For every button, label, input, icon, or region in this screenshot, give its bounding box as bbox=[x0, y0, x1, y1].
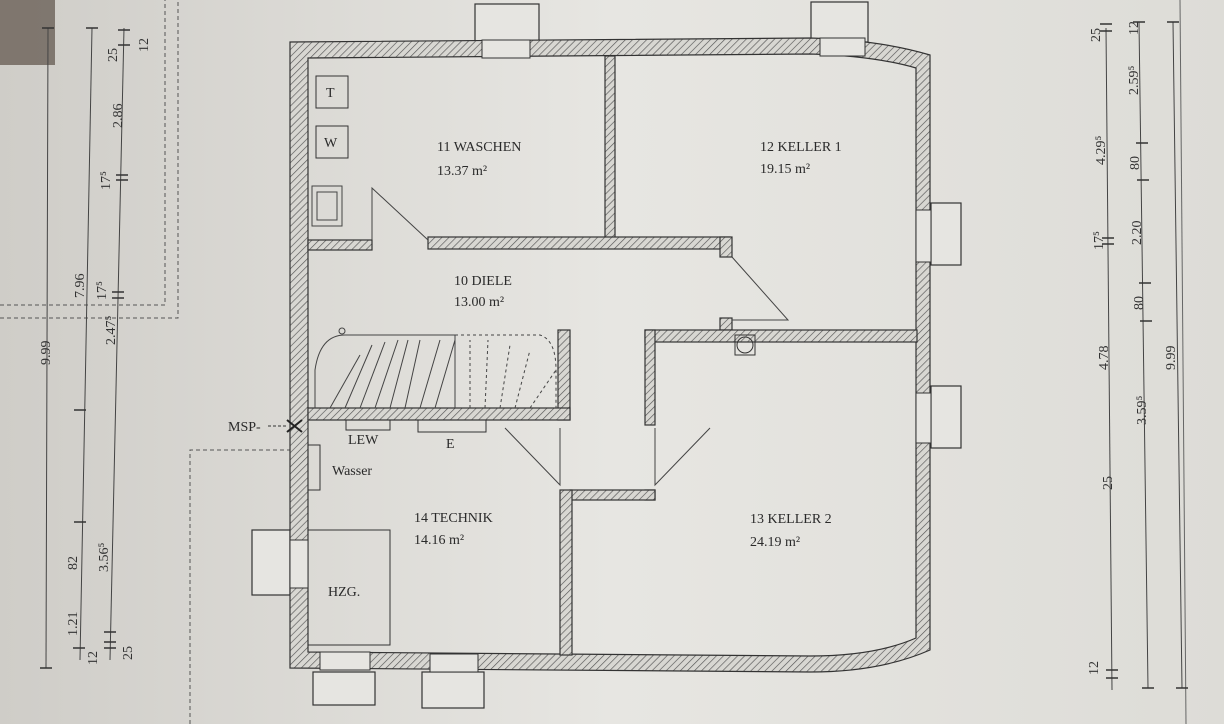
dim-left-3-56-5: 3.56⁵ bbox=[97, 543, 112, 573]
door-technik bbox=[504, 427, 561, 487]
dim-left-12-top: 12 bbox=[137, 38, 152, 52]
page-edge bbox=[1179, 0, 1187, 724]
dim-right-80-b: 80 bbox=[1132, 296, 1147, 310]
room-area: 13.00 m² bbox=[454, 295, 504, 310]
room-area: 24.19 m² bbox=[750, 535, 800, 550]
dashed-outline bbox=[0, 0, 290, 724]
door-keller2 bbox=[654, 427, 711, 487]
room-area: 14.16 m² bbox=[414, 533, 464, 548]
window-top-2 bbox=[810, 1, 869, 43]
dim-right-2-20: 2.20 bbox=[1130, 221, 1145, 246]
room-name: 11 WASCHEN bbox=[437, 140, 521, 155]
heating-label: HZG. bbox=[328, 585, 360, 600]
dim-left-2-86: 2.86 bbox=[111, 104, 126, 129]
lew-box bbox=[345, 419, 391, 431]
dimension-left: 9.99 7.96 1.21 82 12 25 12 2.86 17⁵ 2.47… bbox=[39, 27, 152, 669]
windows bbox=[251, 1, 962, 709]
room-name: 12 KELLER 1 bbox=[760, 140, 842, 155]
meter-icon bbox=[286, 419, 303, 433]
window-bottom-1 bbox=[312, 671, 376, 706]
room-area: 19.15 m² bbox=[760, 162, 810, 177]
dim-left-middle: 7.96 bbox=[73, 274, 88, 299]
room-technik: 14 TECHNIK 14.16 m² bbox=[414, 511, 493, 548]
room-keller-2: 13 KELLER 2 24.19 m² bbox=[750, 512, 832, 550]
dim-right-17-5: 17⁵ bbox=[1092, 231, 1107, 250]
chimney-icon bbox=[736, 336, 754, 354]
window-right-1 bbox=[930, 202, 962, 266]
window-bottom-2 bbox=[421, 671, 485, 709]
dim-left-12: 12 bbox=[86, 651, 101, 665]
dim-left-25-bottom: 25 bbox=[121, 646, 136, 660]
e-box bbox=[417, 419, 487, 433]
dim-right-overall: 9.99 bbox=[1164, 346, 1179, 371]
e-label: E bbox=[446, 437, 455, 452]
dim-right-4-78: 4.78 bbox=[1097, 346, 1112, 371]
room-name: 10 DIELE bbox=[454, 274, 512, 289]
doors bbox=[371, 186, 790, 487]
window-left bbox=[251, 529, 291, 596]
dim-left-17-5-b: 17⁵ bbox=[95, 281, 110, 300]
dim-left-17-5-a: 17⁵ bbox=[99, 171, 114, 190]
chimney-box bbox=[734, 334, 756, 356]
room-diele: 10 DIELE 13.00 m² bbox=[454, 274, 512, 310]
photo-shadow bbox=[0, 0, 55, 65]
lew-label: LEW bbox=[348, 433, 379, 448]
room-name: 13 KELLER 2 bbox=[750, 512, 832, 527]
door-waschen bbox=[371, 186, 429, 241]
dim-right-80-a: 80 bbox=[1128, 156, 1143, 170]
window-right-2 bbox=[930, 385, 962, 449]
dim-right-4-29-5: 4.29⁵ bbox=[1094, 136, 1109, 166]
dim-right-12-top: 12 bbox=[1127, 21, 1142, 35]
fixture-washer: W bbox=[315, 125, 349, 159]
dim-right-2-59-5: 2.59⁵ bbox=[1127, 66, 1142, 96]
room-waschen: 11 WASCHEN 13.37 m² bbox=[437, 140, 521, 179]
room-area: 13.37 m² bbox=[437, 164, 487, 179]
room-keller-1: 12 KELLER 1 19.15 m² bbox=[760, 140, 842, 177]
outer-walls bbox=[289, 37, 932, 673]
dim-left-2-47-5: 2.47⁵ bbox=[104, 316, 119, 346]
dim-right-12-bottom: 12 bbox=[1087, 661, 1102, 675]
dryer-label: T bbox=[326, 86, 335, 101]
dim-right-25-bottom: 25 bbox=[1101, 476, 1116, 490]
sink-icon bbox=[311, 185, 343, 227]
dim-left-1-21: 1.21 bbox=[66, 612, 81, 637]
staircase bbox=[314, 327, 557, 409]
dim-right-3-59-5: 3.59⁵ bbox=[1135, 396, 1150, 426]
washer-label: W bbox=[324, 136, 338, 151]
water-label: Wasser bbox=[332, 464, 372, 479]
meter-label: MSP- bbox=[228, 420, 261, 435]
door-keller1 bbox=[731, 256, 790, 321]
dim-right-25-top: 25 bbox=[1089, 28, 1104, 42]
dimension-right: 25 4.29⁵ 17⁵ 4.78 25 12 2.59⁵ 80 2.20 80… bbox=[1087, 21, 1188, 691]
dim-left-25-top: 25 bbox=[106, 48, 121, 62]
window-top-1 bbox=[474, 3, 540, 43]
fixture-dryer: T bbox=[315, 75, 349, 109]
water-box bbox=[307, 444, 321, 491]
inner-walls bbox=[307, 55, 918, 656]
dim-left-82: 82 bbox=[66, 556, 81, 570]
dim-left-overall: 9.99 bbox=[39, 341, 54, 366]
room-name: 14 TECHNIK bbox=[414, 511, 493, 526]
heating-unit bbox=[307, 529, 391, 646]
